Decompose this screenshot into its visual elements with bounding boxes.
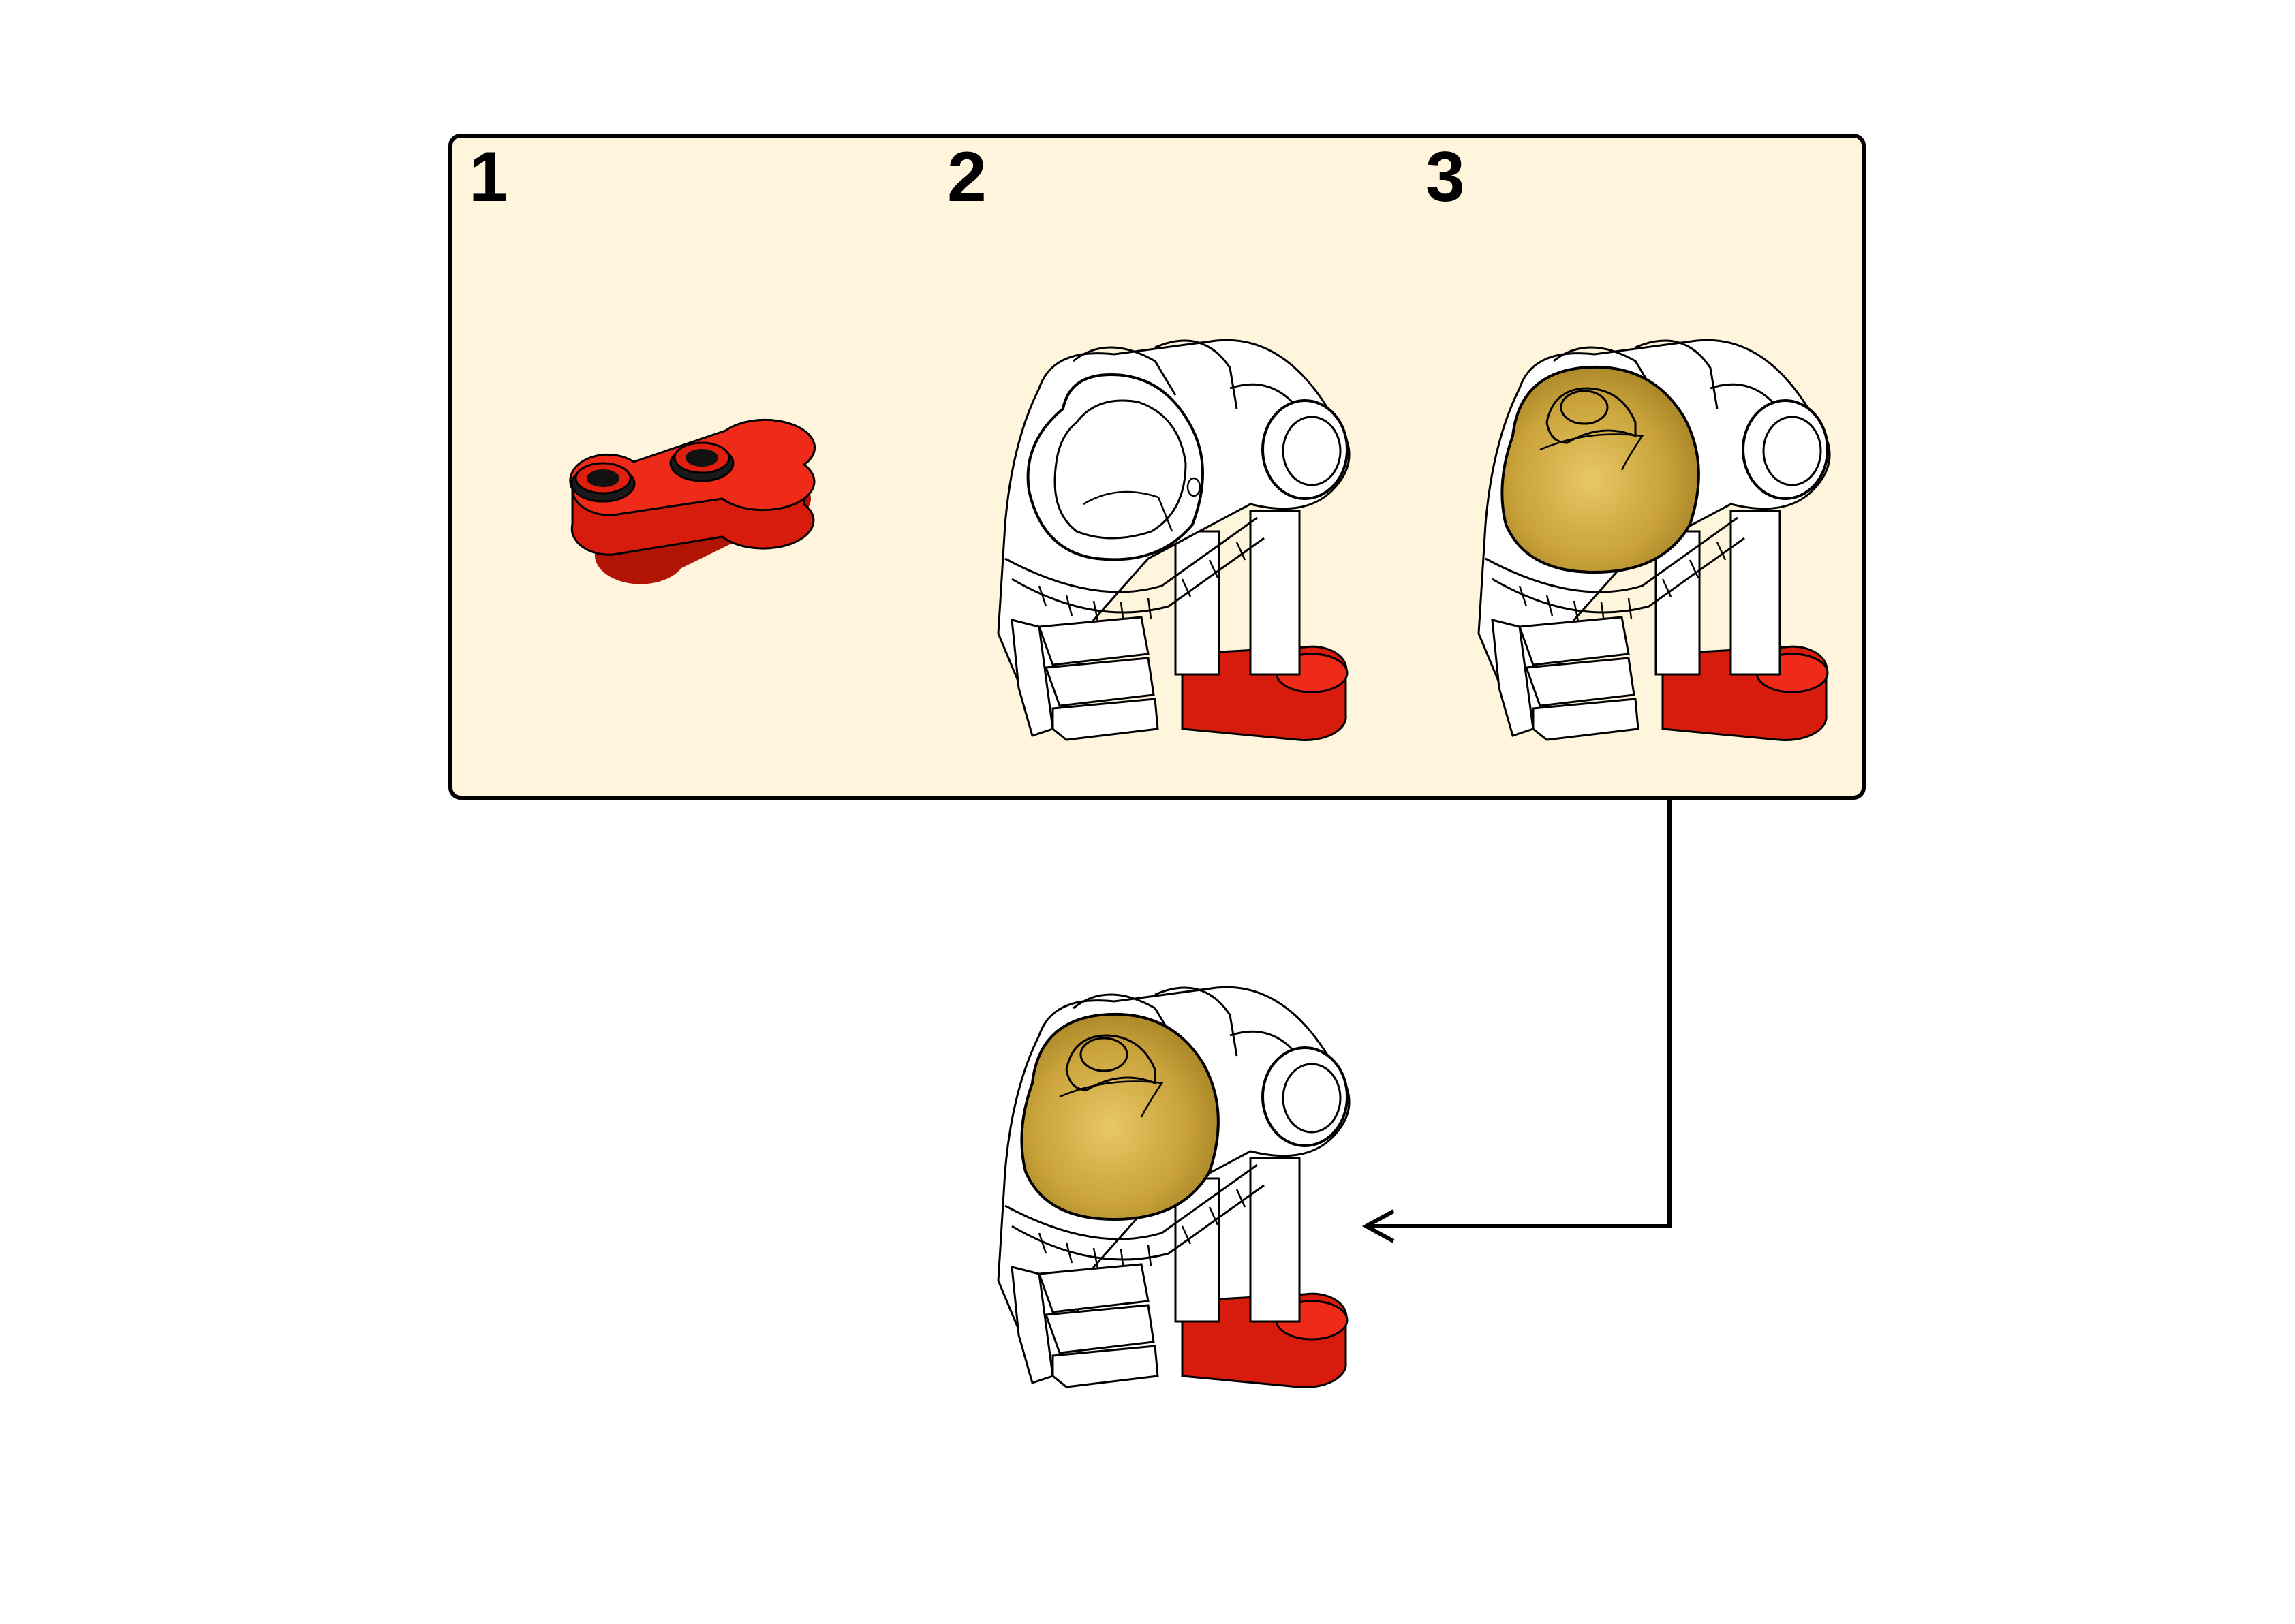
final-assembly-icon xyxy=(997,986,1351,1389)
red-plate-icon xyxy=(569,418,816,585)
step-number-2: 2 xyxy=(947,138,987,217)
step-number-3: 3 xyxy=(1426,138,1465,217)
step-number-1: 1 xyxy=(469,138,508,217)
assembly-step-3-icon xyxy=(1477,339,1831,742)
assembly-step-2-icon xyxy=(997,339,1351,742)
callout-arrow-icon xyxy=(1361,800,1672,1243)
